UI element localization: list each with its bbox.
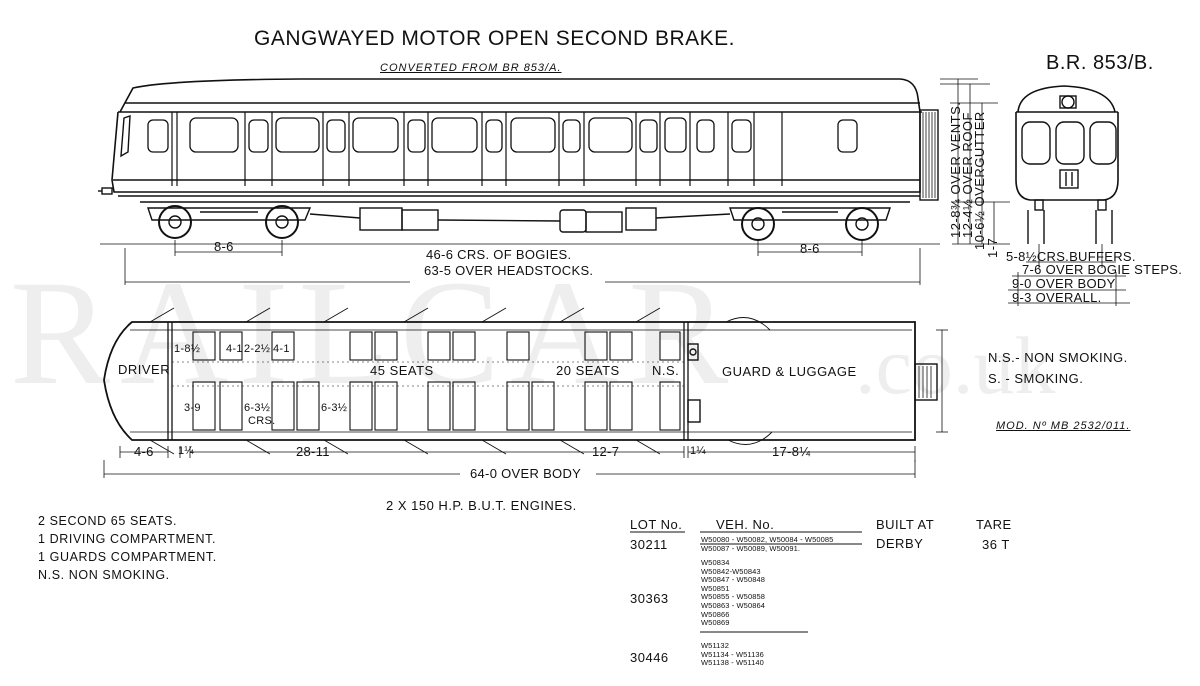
tare-value: 36 T	[982, 537, 1010, 552]
plan-dim-1-1-4b: 1¼	[690, 445, 706, 457]
note-line: N.S. NON SMOKING.	[38, 568, 170, 582]
legend-non-smoking: N.S.- NON SMOKING.	[988, 350, 1128, 365]
lot-header-veh: VEH. No.	[716, 517, 775, 532]
vehicle-range: W50847 - W50848	[701, 575, 766, 585]
lot-header-tare: TARE	[976, 517, 1012, 532]
diagram-number: B.R. 853/B.	[1046, 52, 1154, 74]
plan-20-seats: 20 SEATS	[556, 363, 620, 378]
vehicle-range: W51132	[701, 641, 729, 650]
plan-driver-label: DRIVER	[118, 362, 171, 377]
side-elevation	[98, 78, 1010, 285]
plan-over-body: 64-0 OVER BODY	[470, 466, 582, 481]
vehicle-range: W50869	[701, 618, 730, 628]
summary-notes: 2 SECOND 65 SEATS. 1 DRIVING COMPARTMENT…	[38, 514, 217, 586]
end-dim-bogie-steps: 7-6 OVER BOGIE STEPS.	[1022, 262, 1183, 277]
engines-label: 2 X 150 H.P. B.U.T. ENGINES.	[386, 498, 577, 513]
end-elevation	[1008, 85, 1130, 306]
vehicle-range: W50863 - W50864	[701, 600, 766, 610]
vehicle-range: W50834	[701, 558, 730, 567]
vehicle-range: W50087 - W50089, W50091.	[701, 543, 801, 553]
lot-number: 30446	[630, 650, 669, 665]
lot-number: 30211	[630, 537, 668, 552]
plan-dim-6-3b: 6-3½	[321, 402, 348, 414]
plan-dim-6-3a: 6-3½	[244, 402, 271, 414]
vehicle-range: W50080 - W50082, W50084 - W50085	[701, 535, 834, 544]
lot-number: 30363	[630, 591, 669, 606]
legend-smoking: S. - SMOKING.	[988, 371, 1084, 386]
bogie-right-dim: 8-6	[800, 241, 820, 256]
vehicle-range: W50866	[701, 609, 730, 619]
vehicle-range: W51134 - W51136	[701, 649, 764, 659]
vehicle-range: W50851	[701, 583, 730, 593]
lot-table-rules	[630, 531, 862, 633]
plan-dim-3-9: 3-9	[184, 402, 201, 414]
plan-dim-1-1-4a: 1¼	[178, 445, 194, 457]
vehicle-range: W51138 - W51140	[701, 658, 764, 668]
vehicle-range: W50842-W50843	[701, 566, 761, 576]
plan-dim-17-8: 17-8¼	[772, 444, 811, 459]
built-at-value: DERBY	[876, 536, 924, 551]
note-line: 2 SECOND 65 SEATS.	[38, 514, 178, 528]
plan-dim-28-11: 28-11	[296, 444, 330, 459]
note-line: 1 GUARDS COMPARTMENT.	[38, 550, 217, 564]
plan-ns-label: N.S.	[652, 363, 680, 378]
plan-dim-crs: CRS.	[248, 415, 276, 427]
vehicle-range: W50855 - W50858	[701, 592, 766, 602]
plan-dim-2-2: 2-2½	[244, 343, 271, 355]
drawing-subtitle: CONVERTED FROM BR 853/A.	[380, 62, 562, 74]
lot-header-built: BUILT AT	[876, 517, 935, 532]
end-dim-overall: 9-3 OVERALL.	[1012, 290, 1102, 305]
mod-number: MOD. Nº MB 2532/011.	[996, 420, 1131, 432]
plan-dim-1-8: 1-8½	[174, 343, 201, 355]
crs-of-bogies: 46-6 CRS. OF BOGIES.	[426, 247, 572, 262]
note-line: 1 DRIVING COMPARTMENT.	[38, 532, 217, 546]
over-headstocks: 63-5 OVER HEADSTOCKS.	[424, 263, 594, 278]
height-1-7: 1-7	[985, 237, 1000, 258]
bogie-left-dim: 8-6	[214, 239, 234, 254]
plan-dim-12-7: 12-7	[592, 444, 620, 459]
end-dim-buffers: 5-8½CRS.BUFFERS.	[1006, 249, 1136, 264]
plan-45-seats: 45 SEATS	[370, 363, 434, 378]
plan-view	[103, 307, 948, 478]
plan-guard-luggage: GUARD & LUGGAGE	[722, 364, 857, 379]
drawing-title: GANGWAYED MOTOR OPEN SECOND BRAKE.	[254, 27, 736, 50]
lot-header-lot: LOT No.	[630, 517, 683, 532]
end-dim-over-body: 9-0 OVER BODY	[1012, 276, 1116, 291]
plan-dim-4-1b: 4-1	[273, 343, 290, 355]
plan-dim-4-1a: 4-1	[226, 343, 243, 355]
plan-dim-4-6: 4-6	[134, 444, 154, 459]
lot-vehicle-list: W51132 W51134 - W51136 W51138 - W51140	[701, 641, 764, 667]
height-over-gutter: 10-6½ OVERGUTTER	[972, 111, 987, 250]
lot-vehicle-list: W50080 - W50082, W50084 - W50085 W50087 …	[701, 535, 834, 553]
lot-vehicle-list: W50834 W50842-W50843 W50847 - W50848 W50…	[701, 558, 765, 627]
